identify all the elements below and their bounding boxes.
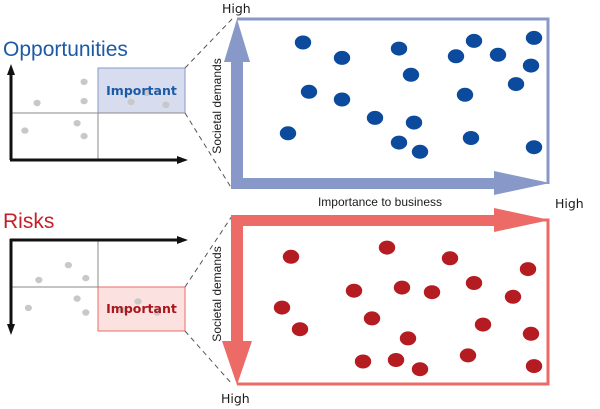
data-dot	[282, 249, 300, 264]
projection-dash-bottom	[184, 112, 233, 190]
data-dot	[525, 140, 543, 155]
importance-arrowhead	[494, 171, 550, 195]
societal-demands-arrowhead	[224, 19, 250, 62]
data-dot	[300, 84, 318, 99]
risks-mini-dots	[24, 261, 161, 316]
x-axis-label: Importance to business	[318, 195, 442, 209]
data-dot	[525, 359, 543, 374]
data-dot	[378, 240, 396, 255]
mini-x-axis-arrowhead	[177, 236, 188, 244]
mini-dot	[73, 120, 81, 127]
mini-dot	[35, 276, 43, 284]
importance-arrowhead	[494, 208, 550, 232]
data-dot	[273, 300, 291, 315]
importance-axis-bar	[231, 178, 499, 189]
data-dot	[363, 311, 381, 326]
data-dot	[504, 289, 522, 304]
mini-dot	[127, 98, 135, 106]
opportunities-mini-dots	[21, 78, 170, 140]
mini-dot	[80, 97, 88, 105]
data-dot	[423, 285, 441, 300]
data-dot	[279, 126, 297, 141]
societal-demands-axis-bar	[231, 55, 243, 189]
risks-title: Risks	[3, 210, 54, 233]
opportunities-important-label: Important	[106, 83, 177, 98]
data-dot	[462, 131, 480, 145]
data-dot	[441, 251, 459, 266]
data-dot	[522, 326, 540, 341]
data-dot	[333, 92, 351, 107]
data-dot	[465, 276, 483, 290]
opportunities-dots	[279, 30, 543, 159]
data-dot	[390, 41, 408, 56]
data-dot	[354, 354, 372, 369]
opportunities-mini-matrix: Important	[7, 64, 188, 164]
projection-dash-top	[184, 18, 233, 69]
data-dot	[411, 144, 429, 159]
x-high-label: High	[555, 196, 584, 211]
risks-y-high-label: High	[221, 391, 250, 406]
risks-important-quadrant	[97, 286, 186, 332]
data-dot	[456, 87, 474, 102]
mini-dot	[143, 89, 151, 97]
data-dot	[519, 262, 537, 277]
data-dot	[525, 30, 543, 45]
opportunities-title: Opportunities	[3, 38, 128, 61]
mini-dot	[153, 309, 161, 316]
mini-dot	[162, 101, 170, 109]
data-dot	[405, 115, 423, 130]
data-dot	[366, 110, 384, 125]
data-dot	[465, 33, 483, 48]
data-dot	[390, 135, 408, 150]
data-dot	[291, 322, 309, 337]
data-dot	[411, 362, 429, 377]
importance-axis-bar	[231, 215, 499, 226]
opportunities-y-high-label: High	[222, 1, 251, 16]
mini-y-axis-arrowhead	[7, 324, 15, 335]
data-dot	[447, 49, 465, 64]
mini-dot	[80, 78, 88, 86]
projection-dash-top	[184, 215, 233, 288]
opportunities-important-quadrant	[97, 67, 186, 114]
data-dot	[333, 50, 351, 65]
mini-dot	[82, 309, 90, 316]
mini-dot	[134, 298, 142, 305]
data-dot	[522, 58, 540, 73]
risks-dots	[273, 240, 543, 377]
mini-dot	[24, 304, 32, 312]
data-dot	[294, 35, 312, 50]
risks-important-label: Important	[106, 301, 177, 316]
mini-dot	[64, 261, 72, 269]
data-dot	[399, 331, 417, 346]
mini-dot	[73, 295, 81, 302]
mini-dot	[33, 99, 41, 107]
data-dot	[507, 77, 525, 92]
data-dot	[402, 67, 420, 82]
risks-detail-matrix	[222, 208, 550, 386]
opportunities-section: Opportunities Important High Societal d	[3, 1, 584, 211]
societal-demands-axis-bar	[231, 215, 243, 343]
opportunities-detail-matrix	[224, 17, 550, 195]
mini-dot	[118, 306, 126, 313]
mini-x-axis-arrowhead	[177, 156, 188, 164]
data-dot	[459, 348, 477, 363]
risks-y-axis-label: Societal demands	[210, 246, 224, 341]
mini-dot	[82, 274, 90, 282]
opportunities-frame	[237, 17, 550, 184]
societal-demands-arrowhead	[222, 341, 252, 385]
data-dot	[387, 353, 405, 367]
data-dot	[489, 47, 507, 62]
mini-dot	[80, 132, 88, 140]
data-dot	[345, 283, 363, 298]
mini-y-axis-arrowhead	[7, 64, 15, 75]
projection-dash-bottom	[184, 330, 233, 385]
risks-section: Risks Important Societal demands High	[3, 208, 550, 406]
mini-dot	[21, 127, 29, 134]
risks-mini-matrix: Important	[7, 236, 188, 335]
data-dot	[474, 317, 492, 332]
opportunities-y-axis-label: Societal demands	[210, 58, 224, 153]
data-dot	[393, 280, 411, 295]
